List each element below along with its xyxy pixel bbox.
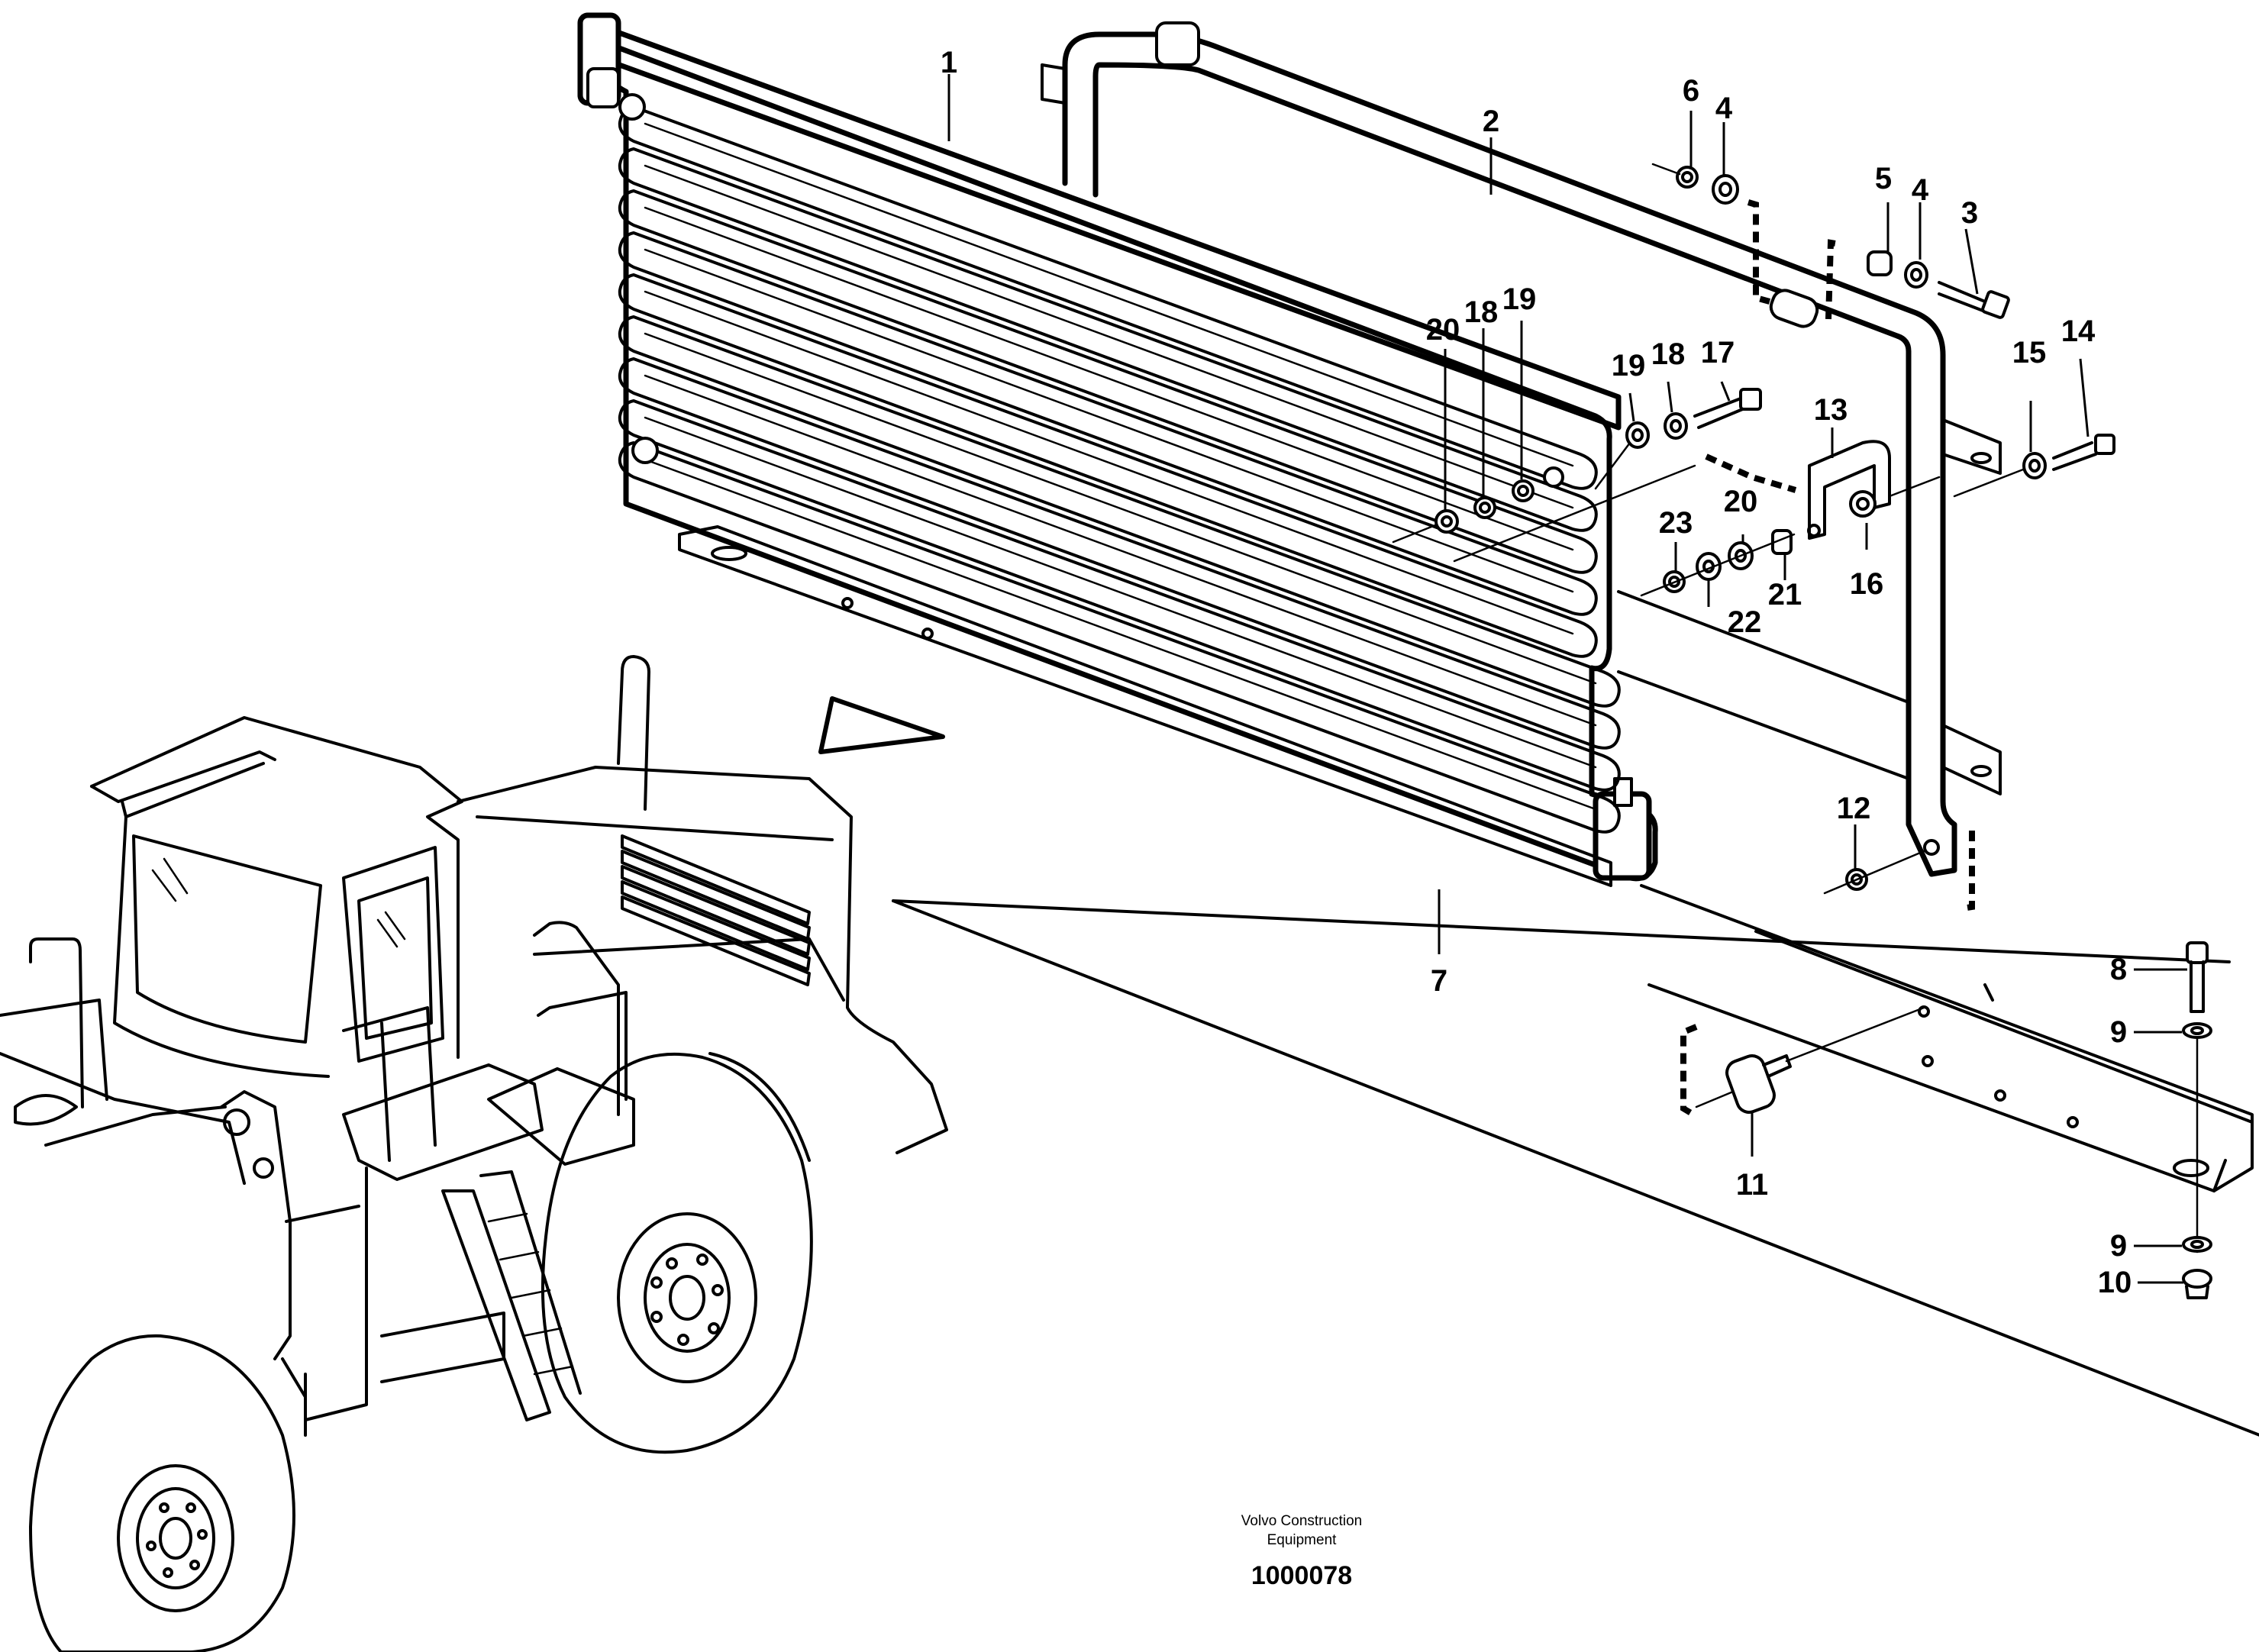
callout-21: 21 <box>1768 578 1802 611</box>
callout-8: 8 <box>2110 953 2127 986</box>
cooler-frame <box>1041 21 2002 877</box>
callout-13: 13 <box>1814 393 1848 427</box>
rear-wheel <box>541 1052 813 1454</box>
callout-2: 2 <box>1483 105 1499 138</box>
callout-1: 1 <box>941 46 957 79</box>
callout-16: 16 <box>1850 567 1884 601</box>
callout-22: 22 <box>1728 605 1762 639</box>
callout-11: 11 <box>1736 1168 1768 1202</box>
front-wheel <box>29 1334 295 1652</box>
callout-19: 19 <box>1612 349 1646 382</box>
oil-cooler-assembly <box>577 12 1658 887</box>
support-beam <box>892 884 2259 1437</box>
callout-20: 20 <box>1426 313 1460 347</box>
wheel-loader-illustration <box>0 655 948 1652</box>
callout-5: 5 <box>1875 162 1892 195</box>
callout-20: 20 <box>1724 485 1758 518</box>
callout-18: 18 <box>1651 337 1686 371</box>
callout-leaders <box>947 74 2187 1284</box>
drawing-footer: Volvo Construction Equipment 1000078 <box>1241 1513 1362 1590</box>
view-direction-arrow <box>818 696 945 754</box>
callout-9: 9 <box>2110 1015 2127 1049</box>
callout-4: 4 <box>1912 173 1929 207</box>
callout-17: 17 <box>1701 336 1735 369</box>
company-name-line1: Volvo Construction <box>1241 1513 1362 1529</box>
callout-19: 19 <box>1502 282 1537 316</box>
company-name-line2: Equipment <box>1267 1532 1338 1548</box>
drawing-number: 1000078 <box>1251 1561 1352 1590</box>
callout-3: 3 <box>1961 196 1978 230</box>
callout-18: 18 <box>1464 295 1499 329</box>
callout-15: 15 <box>2012 336 2047 369</box>
callout-7: 7 <box>1431 964 1447 998</box>
callout-4: 4 <box>1715 92 1733 125</box>
callout-10: 10 <box>2098 1266 2132 1299</box>
callout-labels: 1 2 3 4 4 5 6 7 8 9 9 10 11 12 13 14 15 … <box>941 46 2132 1299</box>
callout-12: 12 <box>1837 792 1871 825</box>
callout-9: 9 <box>2110 1229 2127 1263</box>
hardware-parts <box>1392 163 2212 1299</box>
callout-14: 14 <box>2061 315 2096 348</box>
callout-6: 6 <box>1683 74 1699 108</box>
callout-23: 23 <box>1659 506 1693 540</box>
